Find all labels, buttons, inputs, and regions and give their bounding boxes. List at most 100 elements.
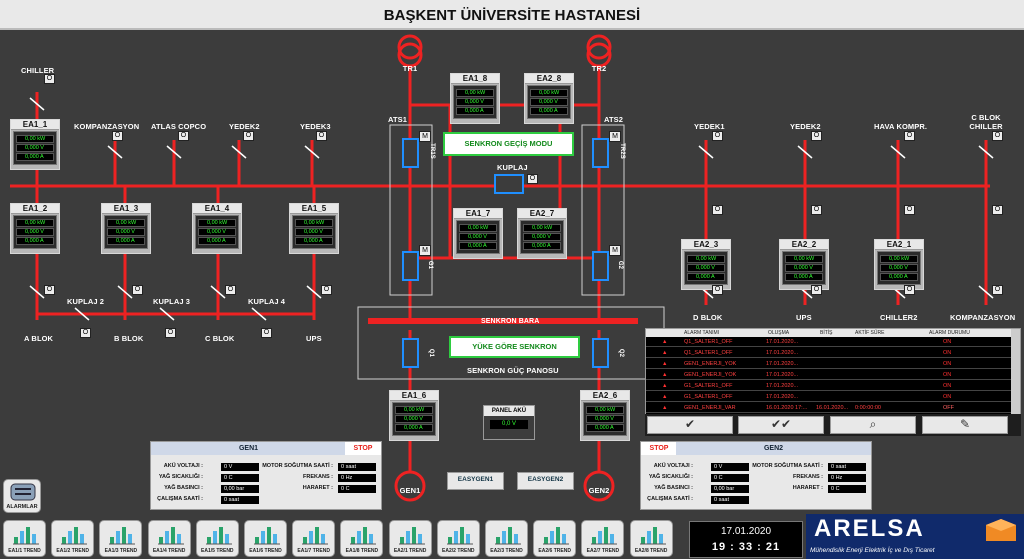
alarm-bell-icon: ▲: [662, 405, 668, 411]
d-blok-state[interactable]: O: [712, 285, 723, 295]
trend-button[interactable]: EA1/2 TREND: [51, 520, 95, 557]
trend-button[interactable]: EA1/4 TREND: [147, 520, 191, 557]
ups-right-top-state[interactable]: O: [811, 205, 822, 215]
g2-breaker[interactable]: [592, 251, 609, 281]
alarm-filter-button[interactable]: ⌕: [830, 416, 916, 434]
yedek2-right-state[interactable]: O: [811, 131, 822, 141]
alarm-col-header: ALARM DURUMU: [929, 330, 970, 336]
field-label: AKÜ VOLTAJI :: [163, 463, 203, 469]
alarmlar-button[interactable]: ALARMLAR: [3, 479, 41, 513]
alarm-col-header: AKTİF SÜRE: [855, 330, 885, 336]
senkron-gecis-modu-button[interactable]: SENKRON GEÇİŞ MODU: [443, 132, 574, 156]
alarm-edit-button[interactable]: ✎: [922, 416, 1008, 434]
field-value: 0 saat: [221, 496, 259, 504]
field-value: 0 V: [711, 463, 749, 471]
trend-button[interactable]: EA2/1 TREND: [388, 520, 432, 557]
kompanzasyon-right-label: KOMPANZASYON: [950, 313, 1016, 322]
easygen2-button[interactable]: EASYGEN2: [517, 472, 574, 490]
trend-button[interactable]: EA1/5 TREND: [195, 520, 239, 557]
meter-a: 0,000 A: [880, 273, 918, 281]
alarm-scrollbar[interactable]: [1011, 329, 1020, 435]
trend-button[interactable]: EA2/8 TREND: [629, 520, 673, 557]
q1-breaker[interactable]: [402, 338, 419, 368]
trend-button[interactable]: EA1/3 TREND: [99, 520, 143, 557]
b-blok-state[interactable]: O: [132, 285, 143, 295]
atlas-copco-state[interactable]: O: [178, 131, 189, 141]
yuke-gore-senkron-button[interactable]: YÜKE GÖRE SENKRON: [449, 336, 580, 358]
tr1s-breaker[interactable]: [402, 138, 419, 168]
meter-v: 0,000 V: [530, 98, 568, 106]
ups-right-state[interactable]: O: [811, 285, 822, 295]
meter-title: EA2_7: [518, 209, 566, 219]
trend-button[interactable]: EA1/6 TREND: [244, 520, 287, 557]
trend-button[interactable]: EA2/6 TREND: [533, 520, 577, 557]
alarm-table-header: ALARM TANIMI OLUŞMA BİTİŞ AKTİF SÜRE ALA…: [646, 329, 1012, 337]
bar-chart-icon: [109, 527, 136, 545]
c-blok-chiller-state[interactable]: O: [992, 131, 1003, 141]
kompanzasyon-right-state[interactable]: O: [992, 285, 1003, 295]
kuplaj-state[interactable]: O: [527, 174, 538, 184]
acknowledge-all-button[interactable]: ✔✔: [738, 416, 824, 434]
easygen1-button[interactable]: EASYGEN1: [447, 472, 504, 490]
a-blok-state[interactable]: O: [44, 285, 55, 295]
acknowledge-button[interactable]: ✔: [647, 416, 733, 434]
tr2s-breaker[interactable]: [592, 138, 609, 168]
trend-button[interactable]: EA1/8 TREND: [340, 520, 384, 557]
kuplaj3-state[interactable]: O: [165, 328, 176, 338]
alarm-col-header: OLUŞMA: [768, 330, 790, 336]
tr2-label: TR2: [591, 64, 607, 73]
trend-button[interactable]: EA2/3 TREND: [485, 520, 528, 557]
kuplaj4-state[interactable]: O: [261, 328, 272, 338]
trend-button[interactable]: EA2/2 TREND: [436, 520, 480, 557]
trend-button[interactable]: EA1/1 TREND: [3, 520, 46, 557]
meter-a: 0,000 A: [523, 242, 561, 250]
kuplaj2-state[interactable]: O: [80, 328, 91, 338]
bar-chart-icon: [13, 527, 39, 545]
gen1-title: GEN1: [151, 442, 346, 455]
c-blok-state[interactable]: O: [225, 285, 236, 295]
g1-breaker[interactable]: [402, 251, 419, 281]
kuplaj-breaker[interactable]: [494, 174, 524, 194]
ups-left-state[interactable]: O: [321, 285, 332, 295]
field-value: 0 C: [711, 474, 749, 482]
trend-button[interactable]: EA1/7 TREND: [292, 520, 336, 557]
q2-breaker[interactable]: [592, 338, 609, 368]
bar-chart-icon: [495, 527, 521, 545]
kompanzasyon-state[interactable]: O: [112, 131, 123, 141]
chiller2-top-state[interactable]: O: [904, 205, 915, 215]
yedek2-left-state[interactable]: O: [243, 131, 254, 141]
d-blok-top-state[interactable]: O: [712, 205, 723, 215]
chiller-state[interactable]: O: [44, 74, 55, 84]
trend-button[interactable]: EA2/7 TREND: [581, 520, 625, 557]
alarm-bell-icon: ▲: [662, 339, 668, 345]
meter-title: EA2_2: [780, 240, 828, 250]
chiller2-state[interactable]: O: [904, 285, 915, 295]
tr1s-label: TR1S: [428, 143, 435, 159]
yedek1-state[interactable]: O: [712, 131, 723, 141]
yedek3-state[interactable]: O: [316, 131, 327, 141]
kompanzasyon-right-top-state[interactable]: O: [992, 205, 1003, 215]
hava-kompr-state[interactable]: O: [904, 131, 915, 141]
